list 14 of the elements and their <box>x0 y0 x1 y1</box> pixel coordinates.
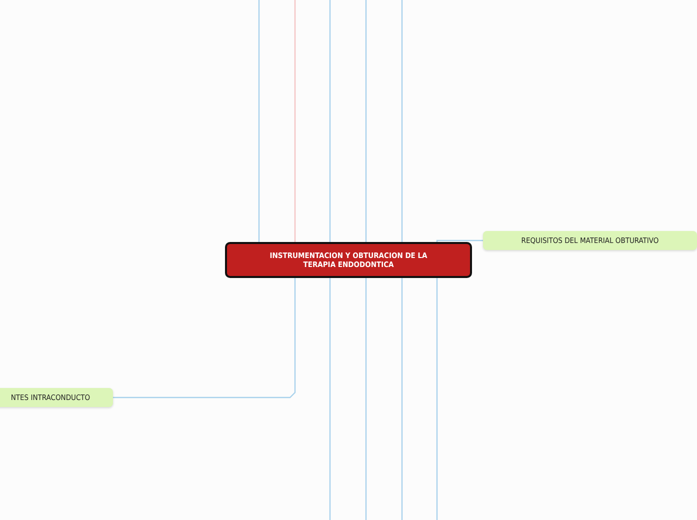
connector-line <box>113 278 296 398</box>
connector-line <box>436 240 483 242</box>
connector-line <box>365 278 367 520</box>
subtopic-box <box>0 388 113 407</box>
connector-line <box>365 0 367 242</box>
connector-line <box>401 0 403 242</box>
connector-line <box>436 278 438 520</box>
central-topic-box <box>225 242 472 278</box>
subtopic-box <box>483 231 697 250</box>
connector-line <box>329 0 331 242</box>
connector-line <box>401 278 403 520</box>
connector-line <box>329 278 331 520</box>
connector-line <box>258 0 260 242</box>
connector-line <box>294 0 296 242</box>
